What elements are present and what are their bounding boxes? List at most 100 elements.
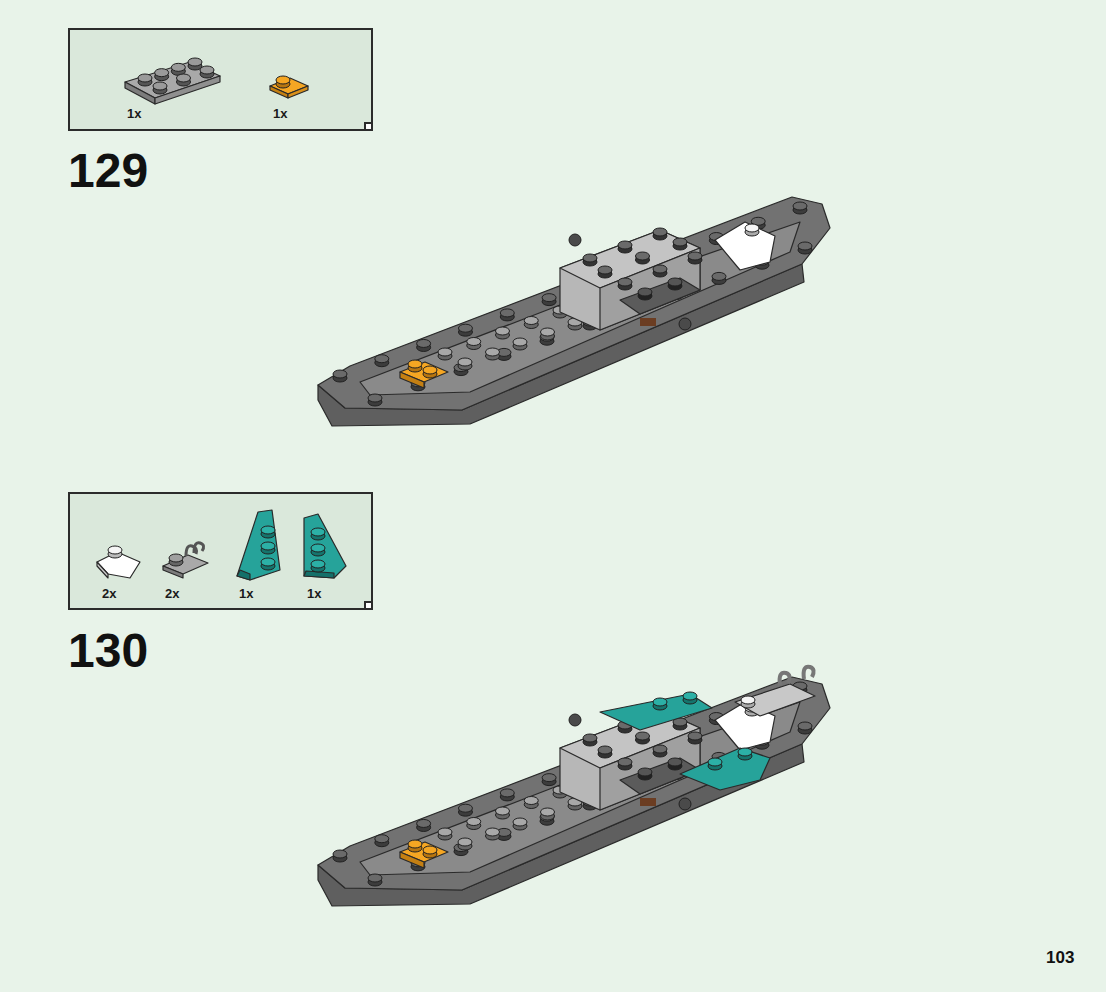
stud (496, 327, 510, 335)
stud (408, 840, 422, 848)
parts-panel-ground (69, 493, 372, 609)
stud (200, 66, 214, 74)
slope-side (97, 562, 108, 578)
parts-callout: 1x 1x (68, 28, 373, 131)
hull-inner (360, 702, 800, 875)
hull-deck (318, 677, 830, 890)
boat-model (318, 197, 830, 426)
page-number: 103 (1046, 948, 1074, 968)
plate-side (400, 852, 424, 868)
stud (712, 272, 726, 280)
stud (438, 828, 452, 836)
cabin-front (600, 248, 700, 330)
part-quantity: 2x (102, 586, 116, 601)
stud (708, 758, 722, 766)
boat-model (318, 667, 830, 906)
stud (311, 528, 325, 536)
parts-panel-ground (69, 29, 372, 130)
stud (668, 758, 682, 766)
stud (683, 692, 697, 700)
plate-side (400, 372, 424, 388)
stud (458, 838, 472, 846)
stud (333, 370, 347, 378)
stud (741, 696, 755, 704)
stud (276, 76, 290, 84)
boat (318, 197, 830, 426)
stud (513, 338, 527, 346)
stud (368, 874, 382, 882)
stud (368, 394, 382, 402)
step-number: 130 (68, 623, 148, 678)
stud (524, 797, 538, 805)
stud (458, 324, 472, 332)
stud (375, 835, 389, 843)
stud (798, 242, 812, 250)
stud (108, 546, 122, 554)
stud (261, 558, 275, 566)
stud (311, 560, 325, 568)
axle-pin (679, 318, 691, 330)
stud (618, 241, 632, 249)
plate-side (288, 86, 308, 98)
stud (486, 828, 500, 836)
part-quantity: 1x (273, 106, 287, 121)
plate-side (163, 566, 183, 578)
stud (636, 732, 650, 740)
stud (467, 338, 481, 346)
stud (583, 734, 597, 742)
parts-callout: 2x 2x 1x 1x (68, 492, 373, 610)
stud (541, 808, 555, 816)
stud (423, 366, 437, 374)
stud (636, 252, 650, 260)
parts (97, 58, 346, 580)
stud (408, 360, 422, 368)
stud (417, 819, 431, 827)
stud (653, 265, 667, 273)
stud (458, 804, 472, 812)
stud (688, 252, 702, 260)
stud (798, 722, 812, 730)
stud (653, 745, 667, 753)
stud (618, 278, 632, 286)
part-quantity: 2x (165, 586, 179, 601)
stud (138, 74, 152, 82)
stud (458, 358, 472, 366)
clip (186, 543, 204, 556)
axle-pin (569, 714, 581, 726)
stud (261, 542, 275, 550)
stud (153, 82, 167, 90)
white-slope (715, 222, 775, 270)
stud (500, 789, 514, 797)
stud (542, 294, 556, 302)
wedge-plate (304, 514, 346, 578)
teal-wedge (600, 694, 712, 730)
stud (261, 526, 275, 534)
stud (169, 554, 183, 562)
stud (496, 807, 510, 815)
part-quantity: 1x (307, 586, 321, 601)
stud (618, 758, 632, 766)
stud (513, 818, 527, 826)
stud (177, 74, 191, 82)
stud (541, 328, 555, 336)
wedge-plate (237, 510, 280, 580)
stud (171, 63, 185, 71)
stud (188, 58, 202, 66)
stud (311, 544, 325, 552)
part-quantity: 1x (239, 586, 253, 601)
stud (155, 69, 169, 77)
step-number: 129 (68, 143, 148, 198)
plate (620, 278, 700, 314)
axle-pin (569, 234, 581, 246)
stud (653, 698, 667, 706)
cabin-brick (560, 230, 700, 330)
stud (793, 202, 807, 210)
stud (668, 278, 682, 286)
stud (486, 348, 500, 356)
clip-plate (735, 684, 815, 716)
stud (688, 732, 702, 740)
part-quantity: 1x (127, 106, 141, 121)
corner-notch (364, 601, 373, 610)
stud (653, 228, 667, 236)
